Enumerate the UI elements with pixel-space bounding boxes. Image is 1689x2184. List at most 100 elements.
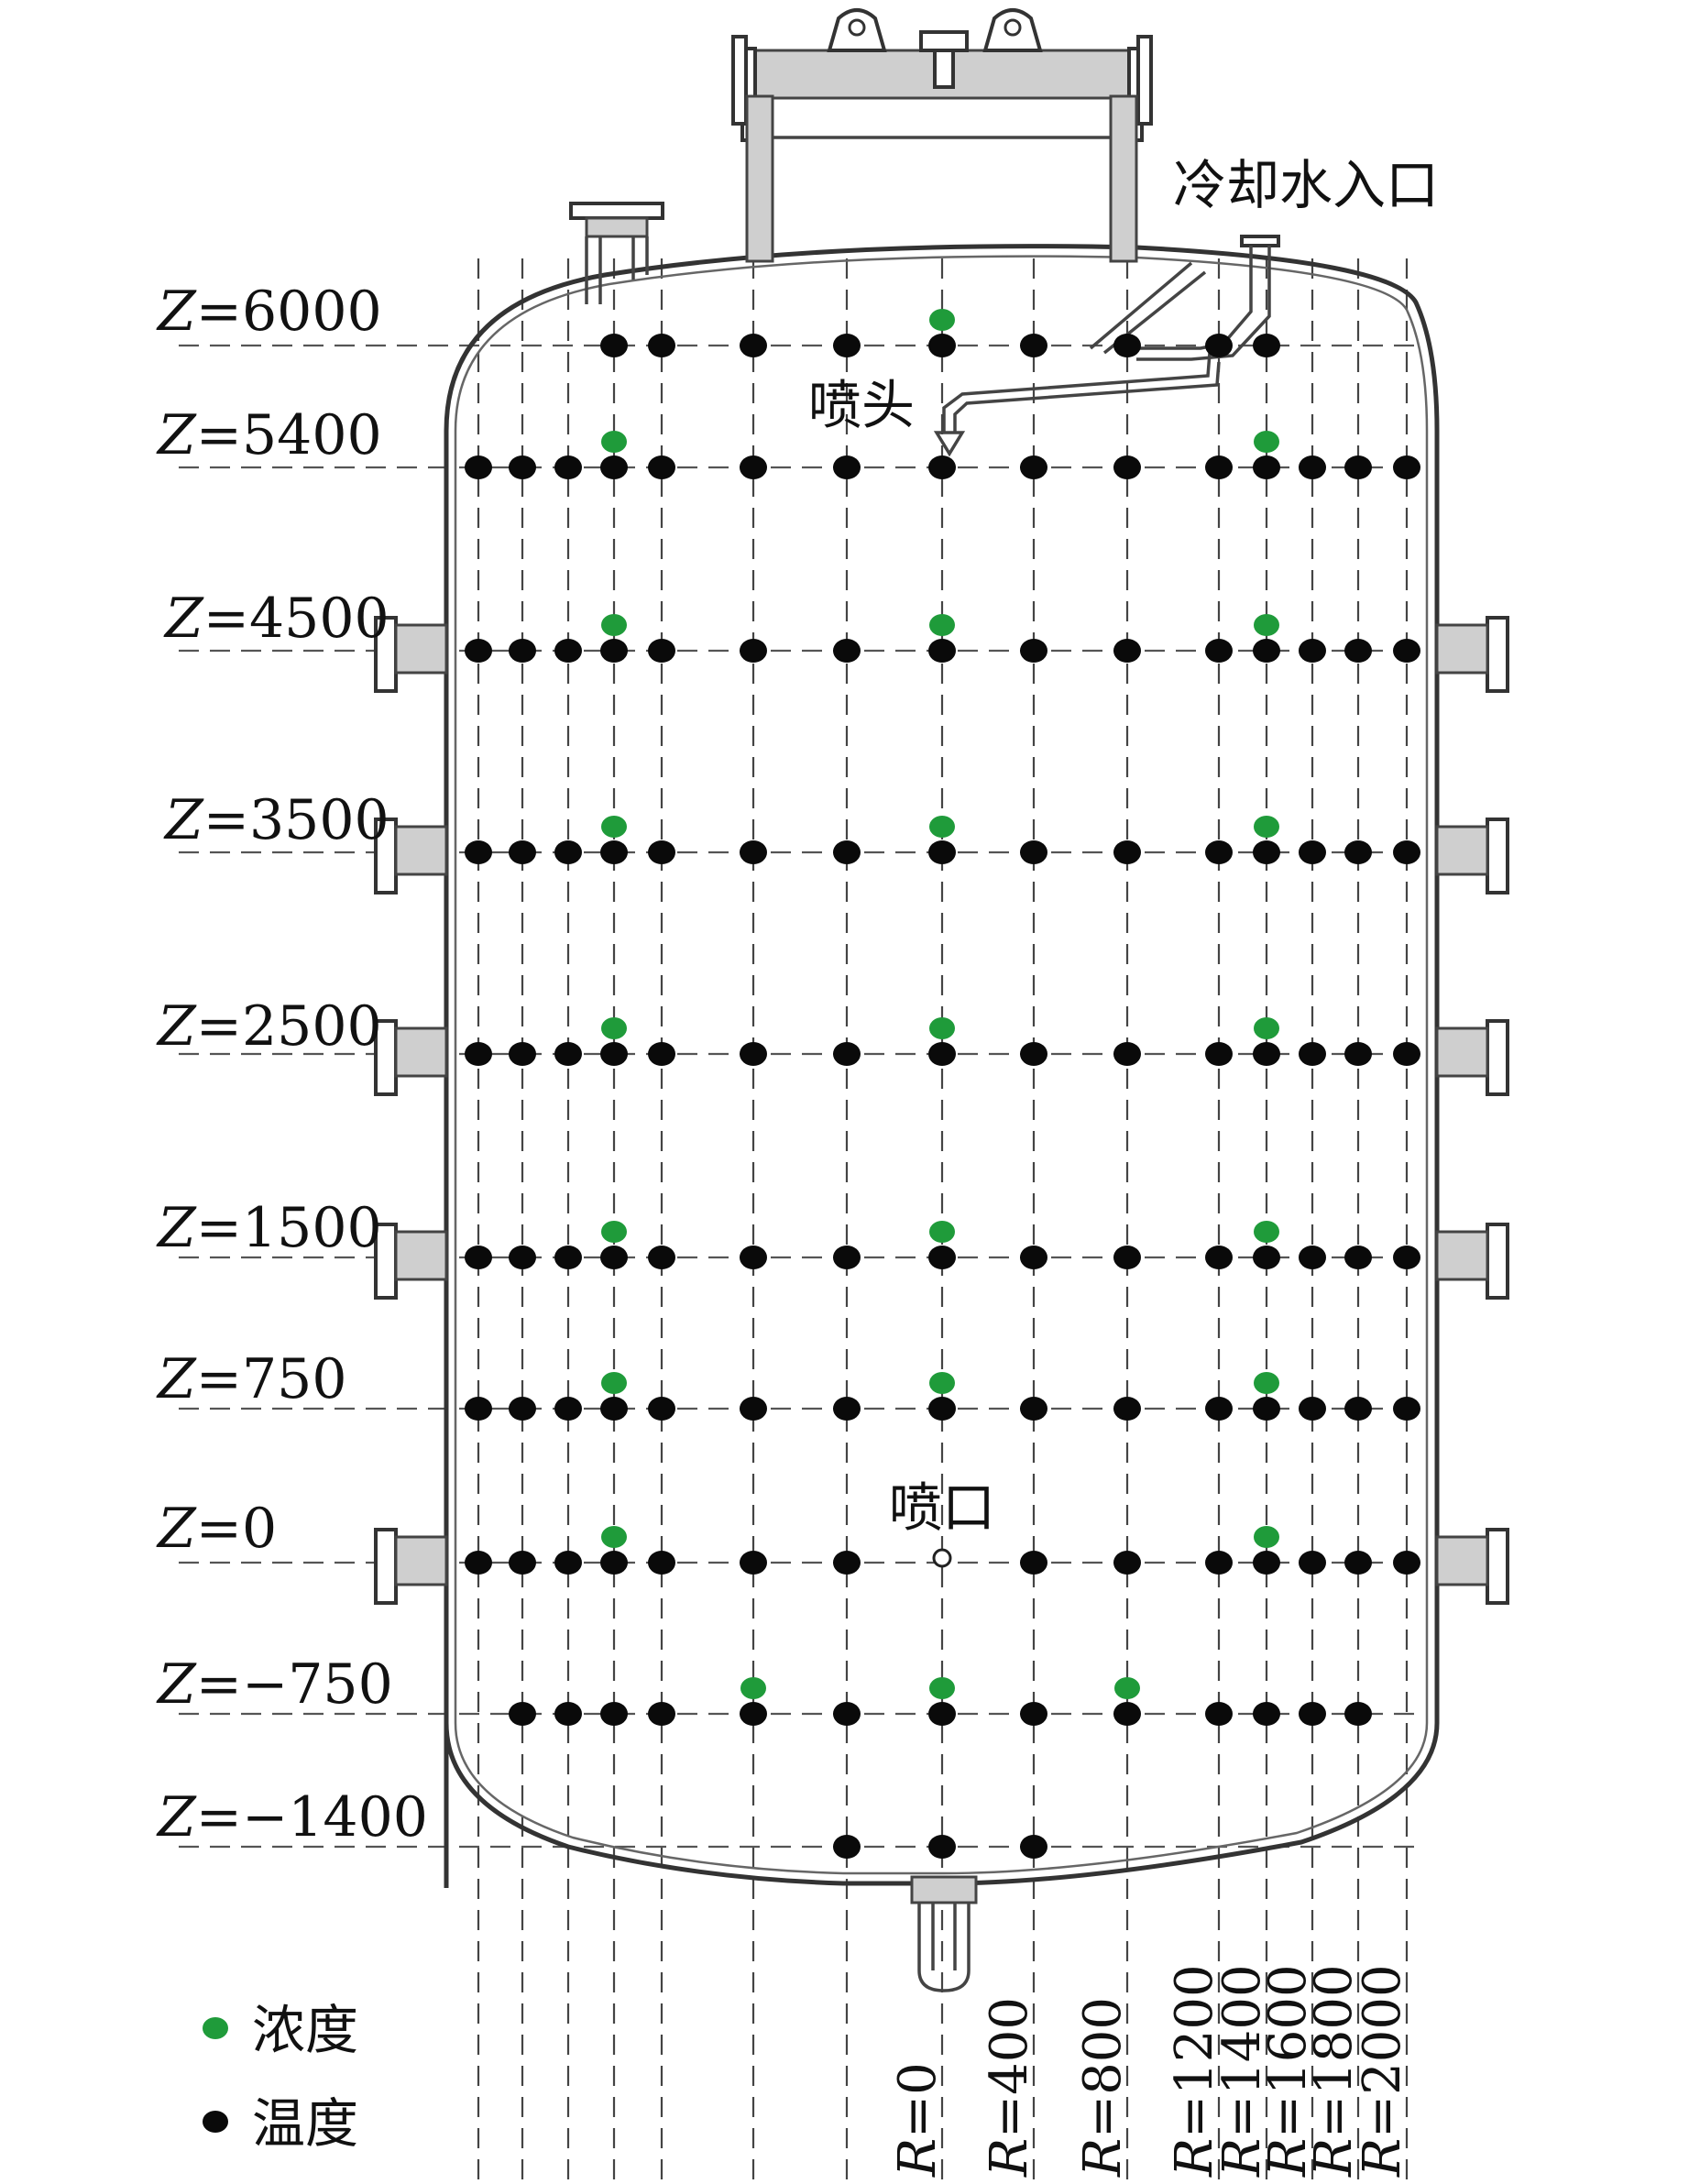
temperature-point	[1299, 840, 1326, 864]
legend-concentration-marker	[203, 2017, 228, 2039]
temperature-point	[1344, 1702, 1372, 1726]
right-nozzle-flange	[1486, 616, 1509, 693]
left-nozzle-body	[394, 1026, 448, 1078]
temperature-point	[1205, 639, 1233, 663]
temperature-point	[554, 1702, 582, 1726]
temperature-point	[509, 840, 536, 864]
measurement-points	[465, 309, 1420, 1859]
temperature-point	[740, 1042, 767, 1066]
temperature-point	[833, 1246, 861, 1269]
temperature-point	[928, 455, 956, 479]
temperature-point	[465, 1246, 492, 1269]
temperature-point	[1020, 334, 1047, 357]
temperature-point	[1205, 1397, 1233, 1421]
temperature-point	[600, 1042, 628, 1066]
left-nozzle-body	[394, 1535, 448, 1586]
temperature-point	[1205, 334, 1233, 357]
concentration-point	[929, 1372, 955, 1394]
concentration-point	[929, 614, 955, 636]
temperature-point	[1299, 1246, 1326, 1269]
temperature-point	[1393, 455, 1420, 479]
temperature-point	[1020, 455, 1047, 479]
temperature-point	[1253, 1551, 1280, 1575]
concentration-point	[601, 816, 627, 838]
temperature-point	[928, 334, 956, 357]
concentration-point	[929, 816, 955, 838]
left-nozzle-body	[394, 825, 448, 876]
temperature-point	[1020, 1835, 1047, 1859]
temperature-point	[1253, 455, 1280, 479]
temperature-point	[1393, 1246, 1420, 1269]
temperature-point	[554, 1397, 582, 1421]
temperature-point	[1253, 1246, 1280, 1269]
temperature-point	[833, 455, 861, 479]
temperature-point	[648, 334, 675, 357]
temperature-point	[465, 1397, 492, 1421]
legend-concentration-label: 浓度	[252, 1999, 358, 2061]
z-level-label: Z=0	[156, 1497, 277, 1561]
temperature-point	[1344, 1397, 1372, 1421]
legend: 浓度 温度	[203, 1999, 358, 2155]
temperature-point	[928, 1397, 956, 1421]
r-label: R=1600	[1258, 1964, 1318, 2178]
r-label: R=400	[980, 1997, 1039, 2178]
temperature-point	[833, 1397, 861, 1421]
right-nozzle-flange	[1486, 1223, 1509, 1300]
temperature-point	[1299, 1397, 1326, 1421]
temperature-point	[1205, 1042, 1233, 1066]
temperature-point	[833, 1042, 861, 1066]
temperature-point	[554, 1551, 582, 1575]
z-level-label: Z=1500	[156, 1196, 382, 1260]
temperature-point	[554, 639, 582, 663]
right-nozzle-flange	[1486, 1528, 1509, 1605]
temperature-point	[600, 334, 628, 357]
temperature-point	[1393, 840, 1420, 864]
temperature-point	[600, 1397, 628, 1421]
temperature-point	[740, 1551, 767, 1575]
concentration-point	[929, 1221, 955, 1243]
cooling-inlet-label: 冷却水入口	[1173, 154, 1439, 216]
temperature-point	[509, 639, 536, 663]
temperature-point	[1299, 639, 1326, 663]
concentration-point	[929, 1677, 955, 1699]
temperature-point	[600, 1702, 628, 1726]
temperature-point	[928, 1702, 956, 1726]
top-left-nozzle	[569, 202, 664, 304]
temperature-point	[509, 1702, 536, 1726]
concentration-point	[740, 1677, 766, 1699]
temperature-point	[1299, 1551, 1326, 1575]
legend-temperature-label: 温度	[252, 2092, 358, 2155]
nozzle-label: 喷口	[889, 1476, 995, 1539]
temperature-point	[1113, 1397, 1141, 1421]
temperature-point	[1113, 639, 1141, 663]
left-nozzle-flange	[374, 1528, 398, 1605]
temperature-point	[1253, 840, 1280, 864]
temperature-point	[833, 639, 861, 663]
concentration-point	[1254, 614, 1279, 636]
concentration-point	[1254, 1372, 1279, 1394]
temperature-point	[1020, 1042, 1047, 1066]
temperature-point	[740, 639, 767, 663]
concentration-point	[601, 1017, 627, 1039]
z-level-label: Z=−1400	[156, 1785, 428, 1849]
vessel	[444, 244, 1440, 1888]
temperature-point	[465, 840, 492, 864]
temperature-point	[509, 1551, 536, 1575]
height-labels: Z=6000Z=5400Z=4500Z=3500Z=2500Z=1500Z=75…	[156, 280, 428, 1849]
temperature-point	[1344, 455, 1372, 479]
temperature-point	[1205, 1551, 1233, 1575]
r-label: R=1200	[1165, 1964, 1224, 2178]
legend-temperature-marker	[203, 2111, 228, 2133]
temperature-point	[1344, 1246, 1372, 1269]
temperature-point	[740, 1246, 767, 1269]
temperature-point	[509, 1246, 536, 1269]
concentration-point	[1114, 1677, 1140, 1699]
r-label: R=1400	[1212, 1964, 1272, 2178]
temperature-point	[1299, 1702, 1326, 1726]
temperature-point	[1020, 1397, 1047, 1421]
temperature-point	[554, 840, 582, 864]
temperature-point	[928, 840, 956, 864]
temperature-point	[1113, 1042, 1141, 1066]
z-level-label: Z=4500	[163, 587, 389, 651]
